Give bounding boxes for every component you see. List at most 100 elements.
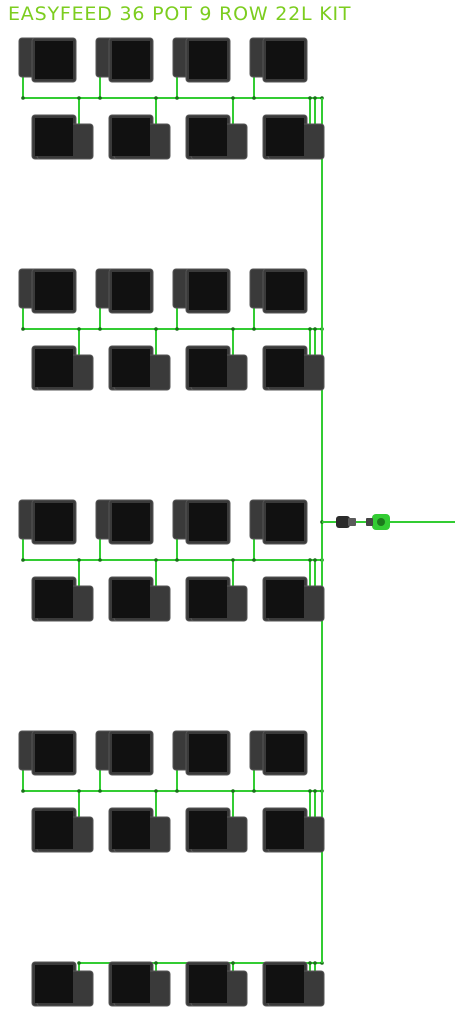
pot (262, 114, 325, 160)
valve-fitting-icon (366, 518, 373, 526)
pipe-joint (154, 961, 158, 965)
pot (95, 499, 154, 545)
pipe-joint (313, 789, 317, 793)
pipe-joint (98, 789, 102, 793)
pot-square (112, 811, 150, 849)
pot-square (112, 118, 150, 156)
pot (95, 37, 154, 83)
pot-square (35, 41, 73, 79)
pot (185, 807, 248, 853)
pipe-joint (21, 789, 25, 793)
pipe-joint (175, 327, 179, 331)
pot (18, 499, 77, 545)
pipe-joint (21, 558, 25, 562)
pipe-joint (175, 558, 179, 562)
pot (172, 499, 231, 545)
pot (31, 114, 94, 160)
pot (18, 37, 77, 83)
pot (262, 345, 325, 391)
pipe-joint (231, 558, 235, 562)
pot-square (35, 580, 73, 618)
pipe-joint (313, 96, 317, 100)
pot-square (35, 503, 73, 541)
pot (249, 730, 308, 776)
pot-square (35, 965, 73, 1003)
pot-square (189, 272, 227, 310)
pot (31, 345, 94, 391)
pot-square (35, 349, 73, 387)
pot (18, 730, 77, 776)
pipe-joint (21, 96, 25, 100)
pipe-joint (308, 327, 312, 331)
pot-square (189, 965, 227, 1003)
pot-grid (18, 37, 325, 1007)
pot (108, 576, 171, 622)
pot-square (112, 41, 150, 79)
pot-square (112, 580, 150, 618)
pot (95, 268, 154, 314)
pot (249, 268, 308, 314)
pot-square (112, 272, 150, 310)
pot-square (266, 118, 304, 156)
pot (249, 37, 308, 83)
pipe-joint (252, 327, 256, 331)
pot (172, 268, 231, 314)
pipe-joint (154, 96, 158, 100)
pot-square (266, 503, 304, 541)
pot (249, 499, 308, 545)
pot (185, 961, 248, 1007)
pot-square (266, 41, 304, 79)
pipe-joint (77, 961, 81, 965)
pot-square (35, 118, 73, 156)
pipe-joint (154, 789, 158, 793)
pot (108, 114, 171, 160)
pot (108, 345, 171, 391)
pot-square (35, 272, 73, 310)
pot (31, 576, 94, 622)
pipe-joint (313, 558, 317, 562)
pot (185, 114, 248, 160)
pipe-joint (308, 96, 312, 100)
valve-handle-icon (377, 518, 385, 526)
pot (108, 807, 171, 853)
pipe-joint (313, 961, 317, 965)
pot-square (112, 503, 150, 541)
pipe-joint (252, 789, 256, 793)
pot (31, 807, 94, 853)
pot-square (112, 734, 150, 772)
pot-square (112, 349, 150, 387)
tap-connector-icon (336, 516, 350, 528)
pot-square (266, 965, 304, 1003)
pot-square (189, 41, 227, 79)
pipe-joint (77, 789, 81, 793)
pot (262, 961, 325, 1007)
pipe-joint (77, 558, 81, 562)
pot-square (112, 965, 150, 1003)
pot (108, 961, 171, 1007)
pipe-joint (98, 327, 102, 331)
pipe-joint (252, 96, 256, 100)
pot-square (35, 811, 73, 849)
pot (18, 268, 77, 314)
pot-square (189, 811, 227, 849)
pot-square (266, 272, 304, 310)
pipe-joint (77, 96, 81, 100)
pot (185, 576, 248, 622)
pipe-joint (231, 961, 235, 965)
pipe-joint (308, 961, 312, 965)
tap-connector-nut-icon (348, 518, 356, 526)
pipe-joint (98, 96, 102, 100)
pot-square (189, 349, 227, 387)
pot-square (189, 118, 227, 156)
pot (95, 730, 154, 776)
pipe-joint (231, 327, 235, 331)
pipe-joint (98, 558, 102, 562)
pot (172, 37, 231, 83)
pot (185, 345, 248, 391)
inlet-connector (322, 514, 455, 530)
pot-square (266, 349, 304, 387)
pot (262, 807, 325, 853)
pipe-joint (21, 327, 25, 331)
pot-square (189, 503, 227, 541)
